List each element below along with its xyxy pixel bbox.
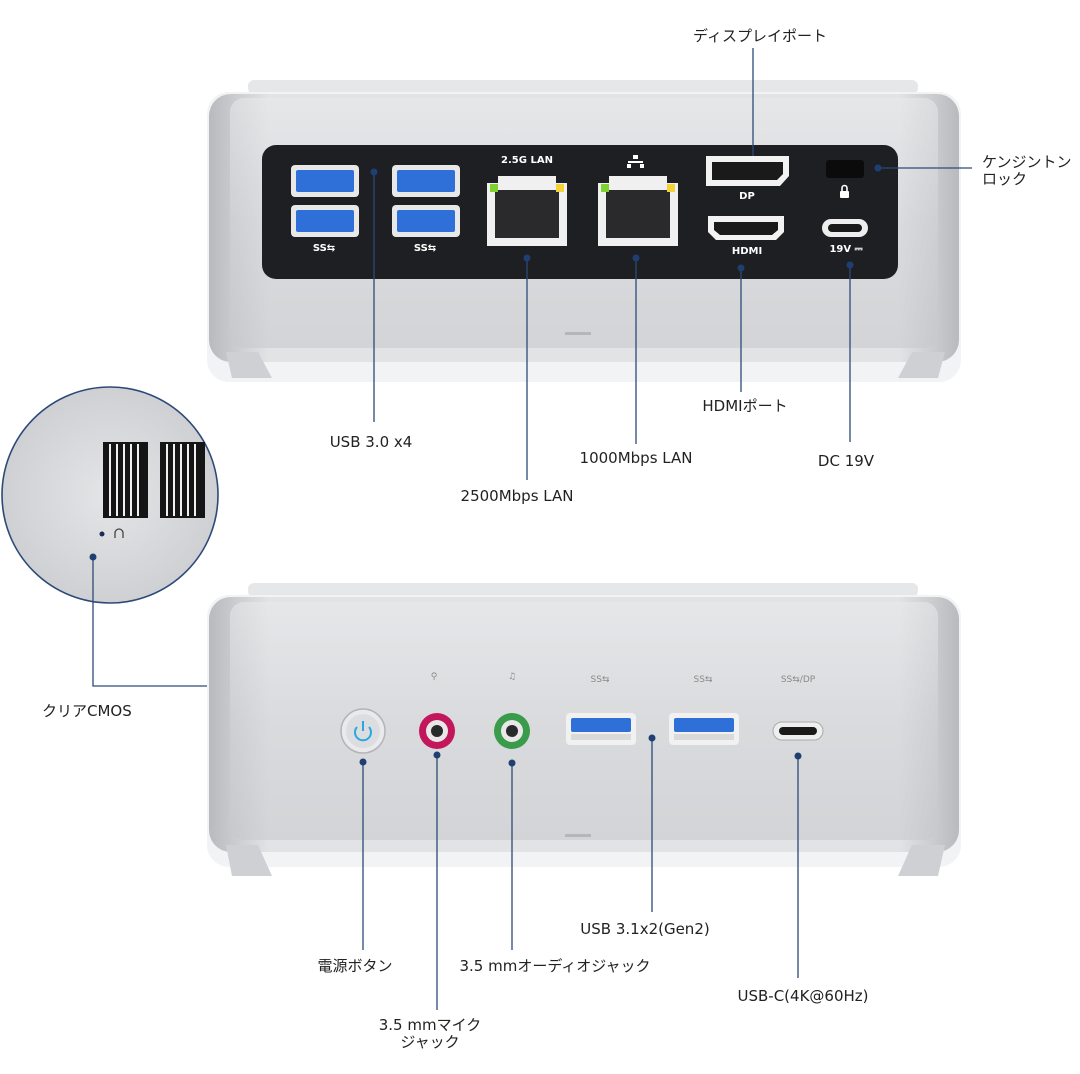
top-unit-seam — [565, 332, 591, 335]
usb30-port-tongue — [296, 170, 354, 192]
callout-dot — [89, 553, 97, 561]
bottom-callout-lines — [362, 738, 799, 1010]
top-unit-foot-right — [898, 352, 945, 378]
clear-cmos-zoom — [1, 386, 219, 687]
callout-usb30: USB 3.0 x4 — [329, 433, 413, 451]
displayport-port — [706, 156, 789, 186]
callout-dot — [794, 752, 802, 760]
usb-ss-mark: SS⇆ — [413, 243, 437, 254]
headphone-icon: ♫ — [507, 672, 517, 682]
callout-usbc: USB-C(4K@60Hz) — [737, 987, 869, 1005]
callout-dot — [359, 758, 367, 766]
hdmi-port — [708, 216, 784, 240]
lan-1000-port — [598, 155, 678, 246]
dc-voltage-mark: 19V ⎓ — [829, 244, 863, 255]
lan-link-led — [490, 184, 498, 192]
callout-clear-cmos: クリアCMOS — [42, 702, 132, 720]
bottom-callout-dots — [359, 734, 802, 767]
lan-activity-led — [556, 184, 564, 192]
usb30-port-tongue — [397, 170, 455, 192]
callout-dot — [737, 264, 745, 272]
top-unit — [207, 80, 961, 382]
bottom-unit-lid — [248, 583, 918, 597]
callout-dot — [370, 168, 378, 176]
lan-2500-port — [487, 176, 567, 246]
top-callout-lines — [373, 48, 972, 480]
cmos-pinhole — [99, 531, 105, 537]
power-button — [340, 708, 386, 754]
callout-dc: DC 19V — [817, 452, 875, 470]
usb-ss-mark: SS⇆ — [590, 675, 610, 685]
usb-ss-mark: SS⇆ — [312, 243, 336, 254]
usb30-port-group-2 — [392, 165, 460, 237]
lan-activity-led — [667, 184, 675, 192]
callout-lan2500: 2500Mbps LAN — [460, 487, 574, 505]
callout-power: 電源ボタン — [317, 957, 393, 975]
usb-ss-mark: SS⇆ — [693, 675, 713, 685]
bottom-unit — [207, 583, 961, 876]
usb30-port-tongue — [296, 210, 354, 232]
lock-icon — [840, 184, 849, 198]
cmos-reset-icon — [114, 528, 124, 538]
lan-link-led — [601, 184, 609, 192]
top-callout-dots — [370, 164, 882, 272]
callout-dot — [846, 261, 854, 269]
bottom-unit-foot-right — [898, 845, 945, 876]
callout-dot — [874, 164, 882, 172]
audio-jack — [494, 713, 530, 749]
mic-jack — [419, 713, 455, 749]
dc-usb-c-port — [822, 219, 868, 237]
callout-dot — [433, 751, 441, 759]
mic-icon: ⚲ — [430, 672, 438, 682]
callout-mic-jack: 3.5 mmマイク ジャック — [378, 1016, 482, 1051]
callout-displayport: ディスプレイポート — [693, 27, 827, 45]
usb31-port-2 — [669, 713, 739, 745]
lan-2-5g-mark: 2.5G LAN — [501, 155, 553, 166]
callout-hdmi: HDMIポート — [702, 397, 788, 415]
usb-c-port — [772, 721, 824, 741]
callout-dot — [632, 254, 640, 262]
callout-usb31: USB 3.1x2(Gen2) — [580, 920, 710, 938]
kensington-slot — [826, 160, 864, 178]
cmos-callout-line — [92, 557, 212, 687]
callout-audio-jack: 3.5 mmオーディオジャック — [459, 957, 651, 975]
callout-dot — [523, 254, 531, 262]
callout-lan1000: 1000Mbps LAN — [579, 449, 693, 467]
usb31-port-1 — [566, 713, 636, 745]
power-icon — [354, 721, 372, 742]
usb30-port-tongue — [397, 210, 455, 232]
top-unit-lid — [248, 80, 918, 94]
vent-grille — [103, 442, 205, 518]
dp-mark: DP — [739, 191, 755, 202]
bottom-unit-seam — [565, 834, 591, 837]
callout-dot — [648, 734, 656, 742]
callout-dot — [508, 759, 516, 767]
usb-c-dp-mark: SS⇆/DP — [780, 675, 816, 685]
hdmi-mark: HDMI — [731, 246, 763, 257]
network-icon — [627, 155, 644, 168]
top-unit-foot-left — [226, 352, 272, 378]
usb30-port-group-1 — [291, 165, 359, 237]
bottom-unit-foot-left — [226, 845, 272, 876]
callout-kensington-lock: ケンジントン ロック — [982, 153, 1072, 188]
